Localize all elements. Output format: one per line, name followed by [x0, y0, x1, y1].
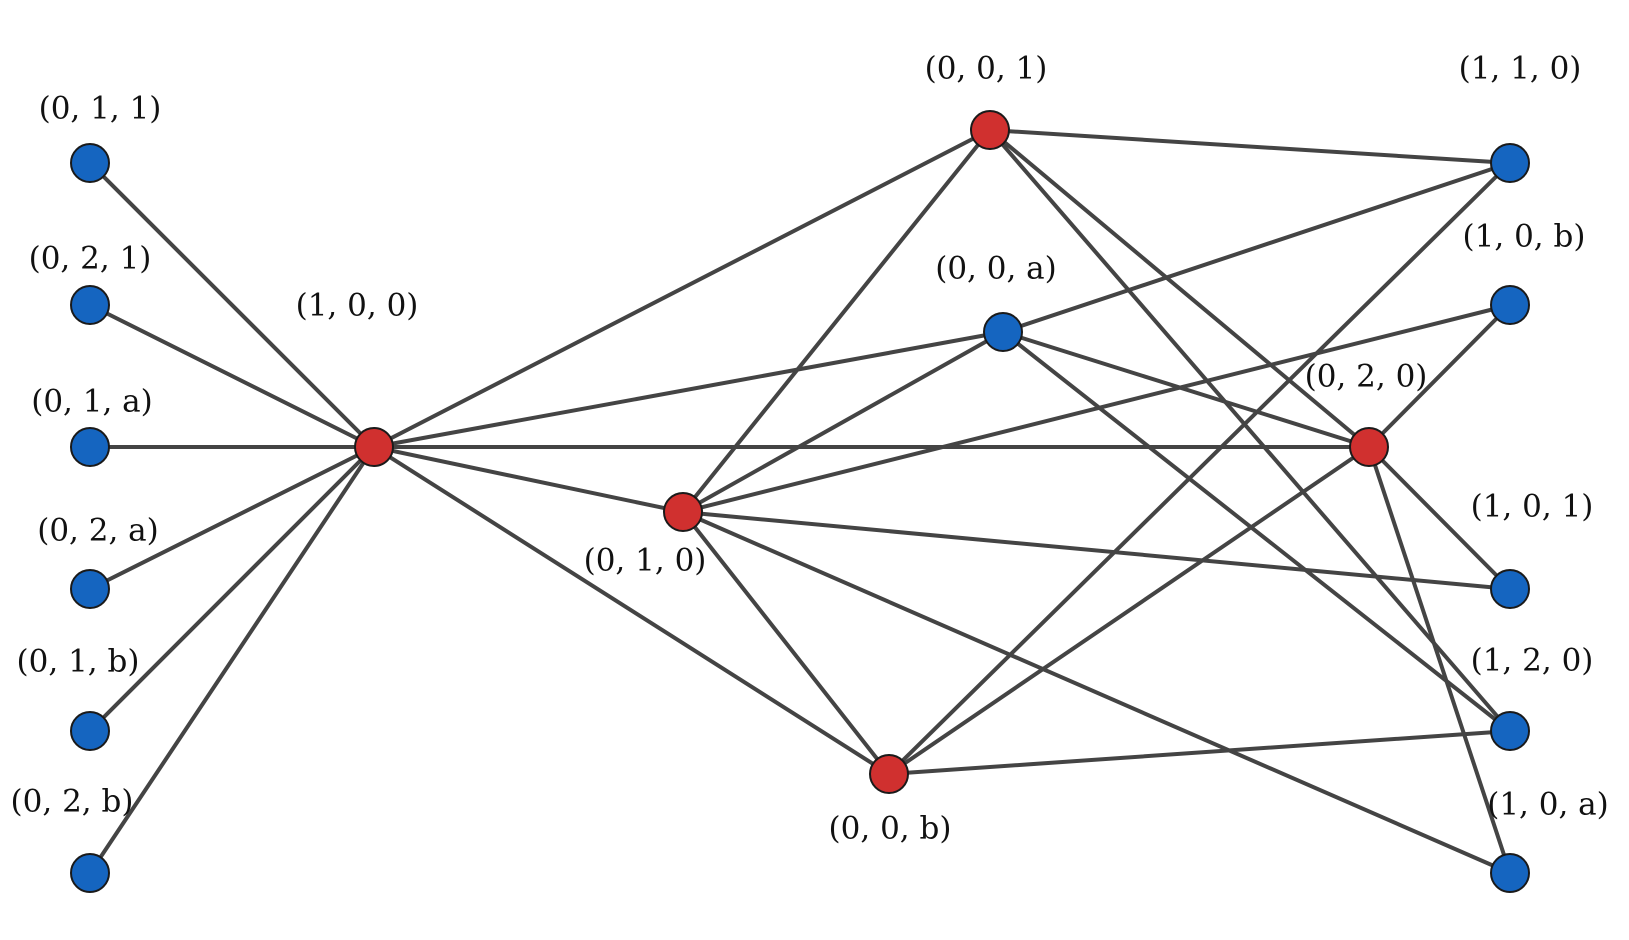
edge-001-020	[988, 128, 1371, 449]
edge-020-101	[1367, 445, 1512, 591]
node-label-01b: (0, 1, b)	[17, 644, 140, 680]
node-101	[1490, 569, 1530, 609]
node-02b	[70, 853, 110, 893]
edge-020-10a	[1367, 445, 1512, 875]
edge-100-02a	[88, 445, 376, 591]
node-label-100: (1, 0, 0)	[296, 288, 419, 324]
node-label-101: (1, 0, 1)	[1471, 489, 1594, 525]
edge-layer	[88, 128, 1512, 875]
node-010	[663, 492, 703, 532]
edge-100-00a	[372, 330, 1005, 449]
edge-010-00b	[681, 510, 891, 776]
edge-020-10b	[1367, 303, 1512, 449]
edge-00a-120	[1001, 330, 1512, 733]
node-label-020: (0, 2, 0)	[1305, 359, 1428, 395]
edge-00a-020	[1001, 330, 1371, 449]
node-label-02b: (0, 2, b)	[11, 784, 134, 820]
edge-00a-010	[681, 330, 1005, 514]
node-10a	[1490, 853, 1530, 893]
edge-00a-110	[1001, 161, 1512, 334]
edge-100-01b	[88, 445, 376, 733]
node-label-10b: (1, 0, b)	[1463, 219, 1586, 255]
node-00a	[983, 312, 1023, 352]
edge-001-120	[988, 128, 1512, 733]
node-label-01a: (0, 1, a)	[31, 384, 153, 420]
node-011	[70, 143, 110, 183]
edge-100-001	[372, 128, 992, 449]
edge-00b-120	[887, 729, 1512, 776]
edge-00b-020	[887, 445, 1371, 776]
node-100	[354, 427, 394, 467]
edge-100-021	[88, 303, 376, 449]
node-label-011: (0, 1, 1)	[39, 91, 162, 127]
edge-010-101	[681, 510, 1512, 591]
edge-00b-110	[887, 161, 1512, 776]
node-120	[1490, 711, 1530, 751]
edge-100-011	[88, 161, 376, 449]
node-10b	[1490, 285, 1530, 325]
edge-010-10a	[681, 510, 1512, 875]
node-02a	[70, 569, 110, 609]
label-layer: (0, 1, 1) (0, 2, 1) (0, 1, a) (0, 2, a) (0, …	[11, 51, 1609, 847]
node-00b	[869, 754, 909, 794]
node-label-10a: (1, 0, a)	[1487, 787, 1609, 823]
node-label-110: (1, 1, 0)	[1459, 51, 1582, 87]
node-021	[70, 285, 110, 325]
edge-100-00b	[372, 445, 891, 776]
node-label-00a: (0, 0, a)	[935, 251, 1057, 287]
node-020	[1349, 427, 1389, 467]
edge-010-10b	[681, 303, 1512, 514]
edge-001-010	[681, 128, 992, 514]
node-label-001: (0, 0, 1)	[925, 51, 1048, 87]
edge-100-02b	[88, 445, 376, 875]
node-layer	[70, 110, 1530, 893]
node-label-120: (1, 2, 0)	[1471, 643, 1594, 679]
edge-100-010	[372, 445, 685, 514]
node-001	[970, 110, 1010, 150]
edge-001-110	[988, 128, 1512, 165]
node-label-02a: (0, 2, a)	[37, 513, 159, 549]
node-110	[1490, 143, 1530, 183]
node-01b	[70, 711, 110, 751]
node-01a	[70, 427, 110, 467]
node-label-021: (0, 2, 1)	[29, 241, 152, 277]
node-label-010: (0, 1, 0)	[584, 543, 707, 579]
node-label-00b: (0, 0, b)	[829, 811, 952, 847]
